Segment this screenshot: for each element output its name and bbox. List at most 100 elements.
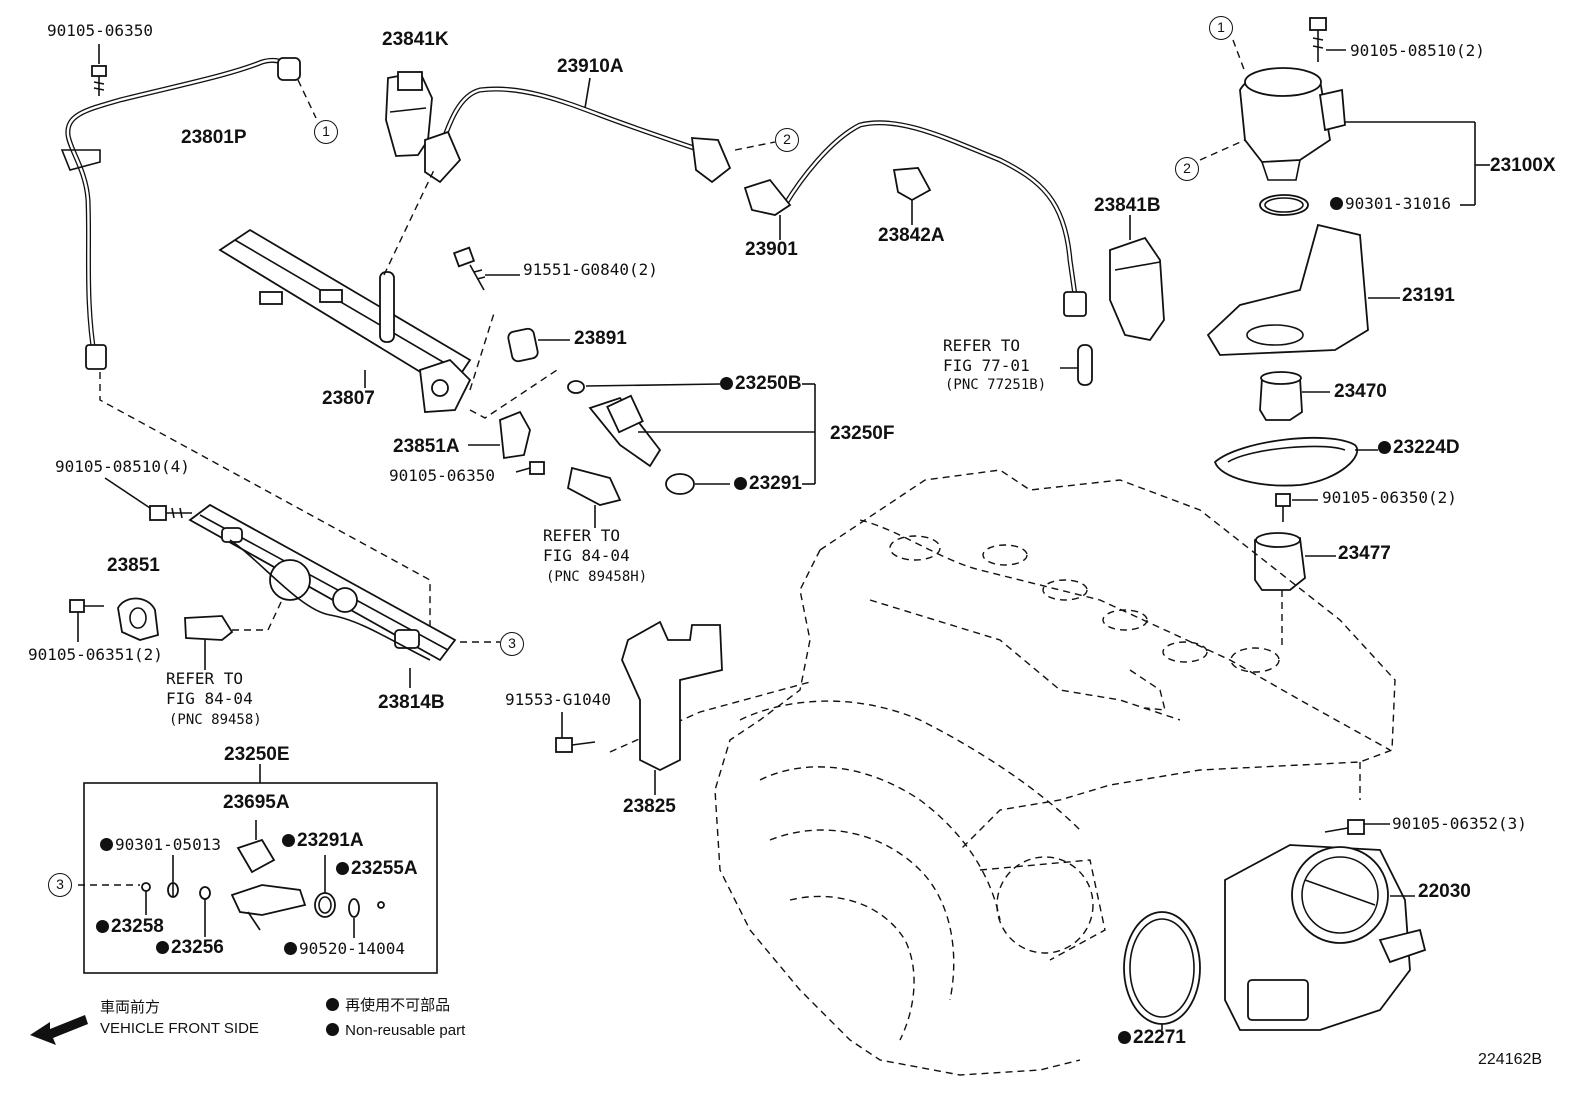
- label-90301-05013: 90301-05013: [100, 837, 221, 853]
- bolt-90105-06350-mid: [515, 461, 545, 475]
- label-90105-08510-4: 90105-08510(4): [55, 457, 190, 476]
- callout-3-pipe: 3: [500, 632, 524, 656]
- non-reusable-dot: [734, 477, 747, 490]
- label-22271-text: 22271: [1133, 1027, 1186, 1048]
- label-23477: 23477: [1338, 543, 1391, 564]
- label-23250f: 23250F: [830, 423, 895, 444]
- spacer-23891: [507, 327, 570, 363]
- label-23256-text: 23256: [171, 937, 224, 958]
- label-23291a: 23291A: [282, 831, 364, 850]
- non-reusable-dot: [96, 920, 109, 933]
- tube-ref-77-01: [1060, 344, 1093, 386]
- legend-front-en: VEHICLE FRONT SIDE: [100, 1020, 259, 1037]
- label-23801p: 23801P: [181, 127, 247, 148]
- label-90105-06352: 90105-06352(3): [1392, 814, 1527, 833]
- sensor-ref-84-04-left: [184, 615, 234, 670]
- label-23695a: 23695A: [223, 792, 290, 813]
- leader-dash-lines: [78, 79, 811, 886]
- label-23258-text: 23258: [111, 916, 164, 937]
- bolt-91551-g0840: [452, 246, 520, 291]
- label-23891: 23891: [574, 328, 627, 349]
- o-ring-90301-31016: [1259, 194, 1309, 216]
- housing-23477: [1254, 532, 1336, 650]
- label-23100x: 23100X: [1490, 155, 1556, 176]
- lifter-23470: [1259, 371, 1330, 421]
- fuel-hose-23801p: [60, 57, 301, 370]
- label-23191: 23191: [1402, 285, 1455, 306]
- label-23250e: 23250E: [224, 744, 290, 765]
- bolt-90105-08510-pump: [1309, 17, 1346, 62]
- non-reusable-dot: [336, 862, 349, 875]
- bracket-23825: [621, 620, 723, 795]
- label-23825: 23825: [623, 796, 676, 817]
- callout-2-pump: 2: [1175, 157, 1199, 181]
- ref-84a-line1: REFER TO: [543, 526, 621, 545]
- label-23250b: 23250B: [720, 374, 802, 393]
- bolt-91553-g1040: [555, 712, 596, 753]
- legend-nonreuse-en: Non-reusable part: [345, 1022, 466, 1039]
- fuel-hose-23901: [743, 120, 1087, 317]
- label-23291-text: 23291: [749, 473, 802, 494]
- label-23901: 23901: [745, 239, 798, 260]
- label-90520-14004-text: 90520-14004: [299, 939, 405, 958]
- label-91551-g0840: 91551-G0840(2): [523, 260, 658, 279]
- engine-outline: [714, 469, 1396, 1076]
- label-23258: 23258: [96, 917, 164, 936]
- label-90520-14004: 90520-14004: [284, 941, 405, 957]
- label-90105-08510-2: 90105-08510(2): [1350, 41, 1485, 60]
- label-23224d: 23224D: [1378, 438, 1460, 457]
- label-23291a-text: 23291A: [297, 830, 364, 851]
- ref-84b-line3: (PNC 89458): [169, 712, 262, 728]
- bolt-90105-06350-2: [1275, 493, 1318, 522]
- bolt-90105-06350-top: [91, 44, 107, 96]
- label-23224d-text: 23224D: [1393, 437, 1460, 458]
- label-90105-06350-2: 90105-06350(2): [1322, 488, 1457, 507]
- label-23851: 23851: [107, 555, 160, 576]
- throttle-body-22030: [1224, 844, 1427, 1031]
- bolt-90105-06352: [1324, 819, 1390, 835]
- bracket-23191: [1206, 223, 1400, 356]
- repair-kit-box-23250e: [83, 764, 438, 974]
- non-reusable-dot: [326, 1023, 339, 1036]
- callout-1-pump: 1: [1209, 16, 1233, 40]
- callout-2-hose: 2: [775, 128, 799, 152]
- label-23255a: 23255A: [336, 859, 418, 878]
- ref-77-line2: FIG 77-01: [943, 356, 1030, 375]
- non-reusable-dot: [282, 834, 295, 847]
- legend-nonreuse-jp: 再使用不可部品: [345, 997, 451, 1014]
- ref-84b-line1: REFER TO: [166, 669, 244, 688]
- label-23910a: 23910A: [557, 56, 624, 77]
- delivery-pipe-23814b: [188, 503, 457, 688]
- bolt-90105-08510-4: [104, 477, 192, 521]
- vehicle-front-arrow: [30, 1015, 88, 1045]
- label-90105-06351: 90105-06351(2): [28, 645, 163, 664]
- label-22271: 22271: [1118, 1028, 1186, 1047]
- non-reusable-dot: [284, 942, 297, 955]
- label-23250b-text: 23250B: [735, 373, 802, 394]
- label-90301-31016: 90301-31016: [1330, 196, 1451, 212]
- gasket-22271: [1123, 911, 1201, 1030]
- label-23814b: 23814B: [378, 692, 445, 713]
- label-23470: 23470: [1334, 381, 1387, 402]
- label-91553-g1040: 91553-G1040: [505, 690, 611, 709]
- fuel-rail-23807: [218, 228, 472, 413]
- callout-3-kit: 3: [48, 873, 72, 897]
- label-23841b: 23841B: [1094, 195, 1161, 216]
- label-90105-06350-top: 90105-06350: [47, 21, 153, 40]
- non-reusable-dot: [156, 941, 169, 954]
- ref-84a-line3: (PNC 89458H): [546, 569, 648, 585]
- clip-23842a: [892, 167, 932, 225]
- label-90301-31016-text: 90301-31016: [1345, 194, 1451, 213]
- label-22030: 22030: [1418, 881, 1471, 902]
- ref-77-line1: REFER TO: [943, 336, 1021, 355]
- injector-23250f: [567, 380, 816, 495]
- legend-nonreuse-en-row: Non-reusable part: [326, 1023, 465, 1038]
- label-23255a-text: 23255A: [351, 858, 418, 879]
- label-23851a: 23851A: [393, 436, 460, 457]
- label-23841k: 23841K: [382, 29, 449, 50]
- diagram-id: 224162B: [1478, 1051, 1543, 1068]
- label-90105-06350-mid: 90105-06350: [389, 466, 495, 485]
- ref-84a-line2: FIG 84-04: [543, 546, 630, 565]
